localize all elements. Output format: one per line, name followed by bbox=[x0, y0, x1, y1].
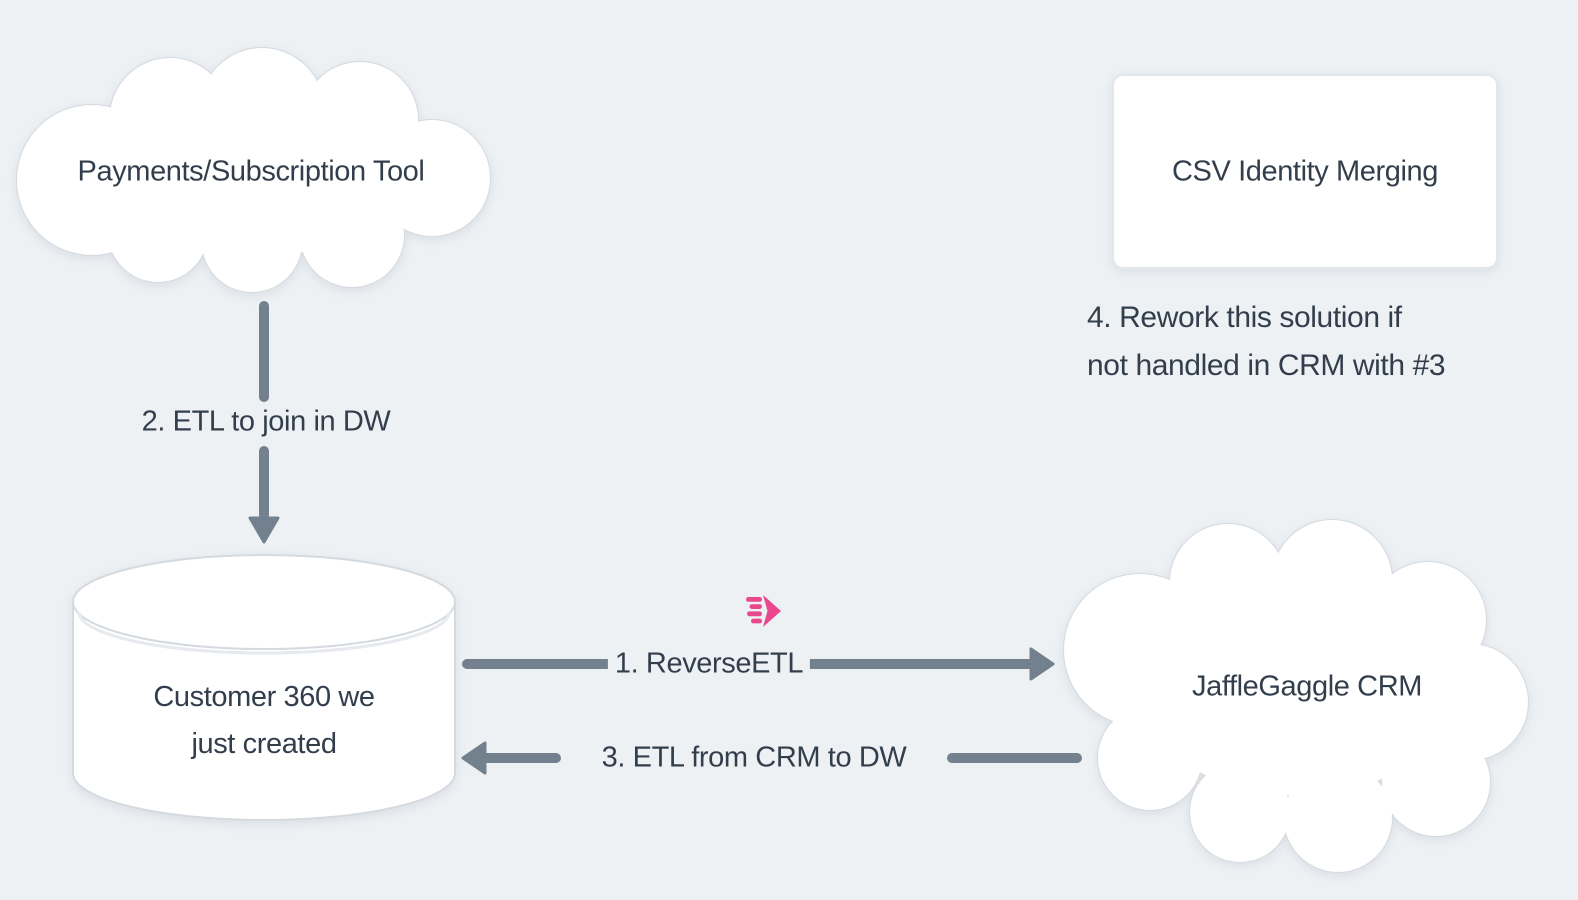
rework-caption-line2: not handled in CRM with #3 bbox=[1087, 349, 1446, 382]
customer360-label-line2: just created bbox=[191, 728, 337, 760]
rework-caption: 4. Rework this solution if not handled i… bbox=[1087, 294, 1446, 390]
etl-to-dw-arrow-label: 2. ETL to join in DW bbox=[141, 405, 391, 438]
etl-from-crm-arrow-label: 3. ETL from CRM to DW bbox=[594, 741, 914, 775]
etl-from-crm-arrow bbox=[461, 741, 1082, 775]
etl-to-dw-arrow bbox=[248, 301, 280, 544]
reverse-etl-arrow bbox=[462, 647, 1055, 681]
crm-cloud-label: JaffleGaggle CRM bbox=[1191, 670, 1423, 703]
customer360-cylinder-shape bbox=[72, 554, 456, 821]
customer360-label-line1: Customer 360 we bbox=[153, 681, 375, 713]
payments-cloud-label: Payments/Subscription Tool bbox=[77, 155, 425, 188]
rework-caption-line1: 4. Rework this solution if bbox=[1087, 301, 1402, 334]
reverse-etl-arrow-label: 1. ReverseETL bbox=[607, 647, 811, 681]
hightouch-icon bbox=[746, 595, 781, 627]
csv-merging-box-shape bbox=[1112, 74, 1498, 269]
csv-merging-box-label: CSV Identity Merging bbox=[1171, 155, 1439, 188]
customer360-cylinder-label: Customer 360 we just created bbox=[153, 674, 375, 768]
